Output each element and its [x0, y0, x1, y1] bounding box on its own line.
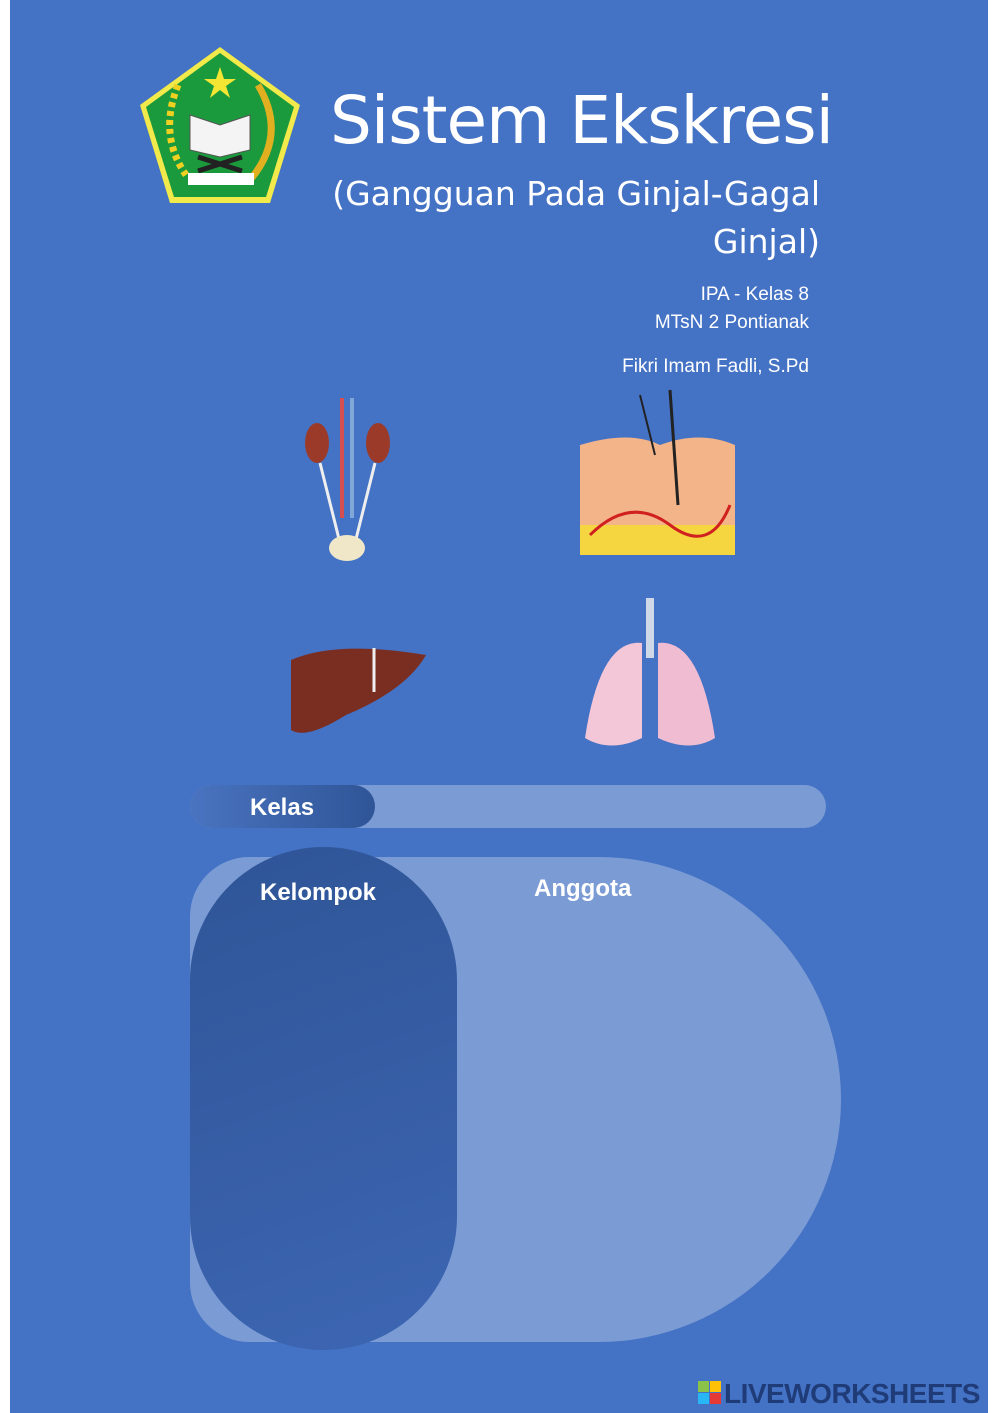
- lungs-image: [585, 598, 715, 746]
- group-input[interactable]: [190, 847, 457, 1350]
- class-label-box: [190, 785, 375, 828]
- page-title: Sistem Ekskresi: [330, 82, 834, 159]
- class-label: Kelas: [250, 794, 315, 821]
- members-label: Anggota: [534, 875, 632, 902]
- urinary-system-image: [305, 398, 390, 561]
- liveworksheets-logo-icon: [698, 1381, 721, 1404]
- liveworksheets-brand: LIVEWORKSHEETS: [724, 1378, 980, 1409]
- school-text: MTsN 2 Pontianak: [654, 312, 809, 333]
- subtitle-line: Ginjal): [712, 222, 820, 261]
- subject-text: IPA - Kelas 8: [700, 284, 809, 305]
- ministry-logo: [140, 47, 300, 203]
- liver-image: [291, 648, 426, 733]
- author-text: Fikri Imam Fadli, S.Pd: [622, 356, 809, 377]
- group-label: Kelompok: [260, 879, 377, 906]
- subtitle-line: (Gangguan Pada Ginjal-Gagal: [332, 174, 820, 213]
- skin-image: [580, 389, 735, 555]
